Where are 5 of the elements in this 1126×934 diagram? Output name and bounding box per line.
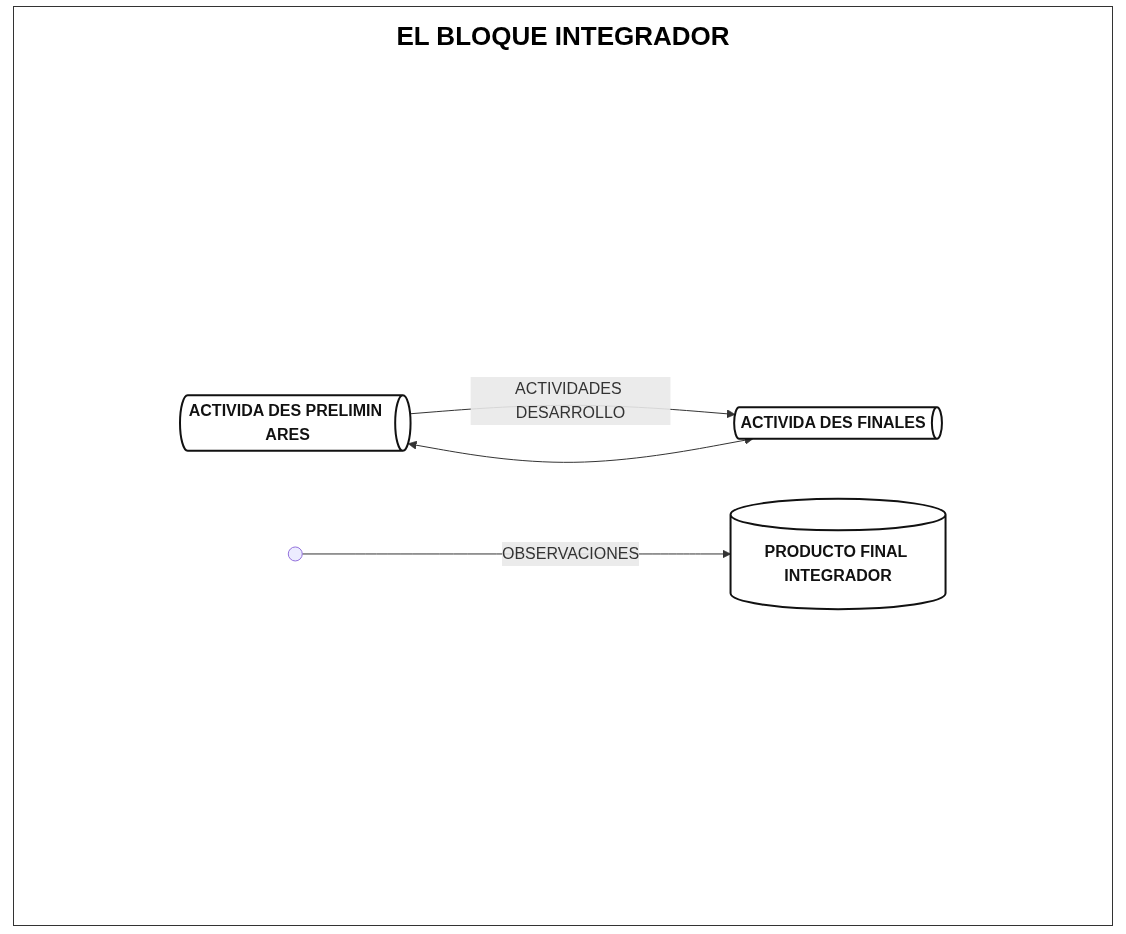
node-text: ACTIVIDA DES PRELIMIN ARES	[188, 402, 383, 444]
edge-label: ACTIVIDADES DESARROLLO	[515, 380, 626, 422]
diagram-title: EL BLOQUE INTEGRADOR	[396, 21, 730, 52]
node-text: ACTIVIDA DES FINALES	[740, 414, 926, 432]
edge-label: OBSERVACIONES	[502, 545, 640, 563]
